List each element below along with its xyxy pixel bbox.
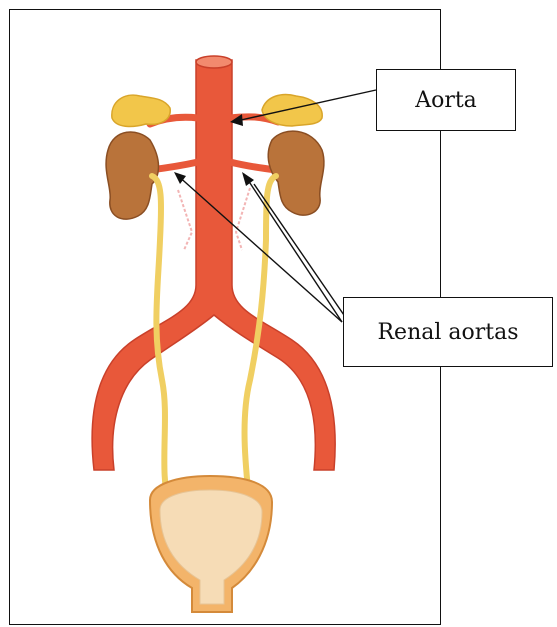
- renal-arrowhead-right: [242, 172, 254, 186]
- renal-aortas-label-text: Renal aortas: [377, 320, 518, 345]
- aorta-label-text: Aorta: [415, 88, 477, 113]
- bladder: [150, 476, 272, 612]
- aorta-label: Aorta: [376, 69, 516, 131]
- renal-aortas-label: Renal aortas: [343, 297, 553, 367]
